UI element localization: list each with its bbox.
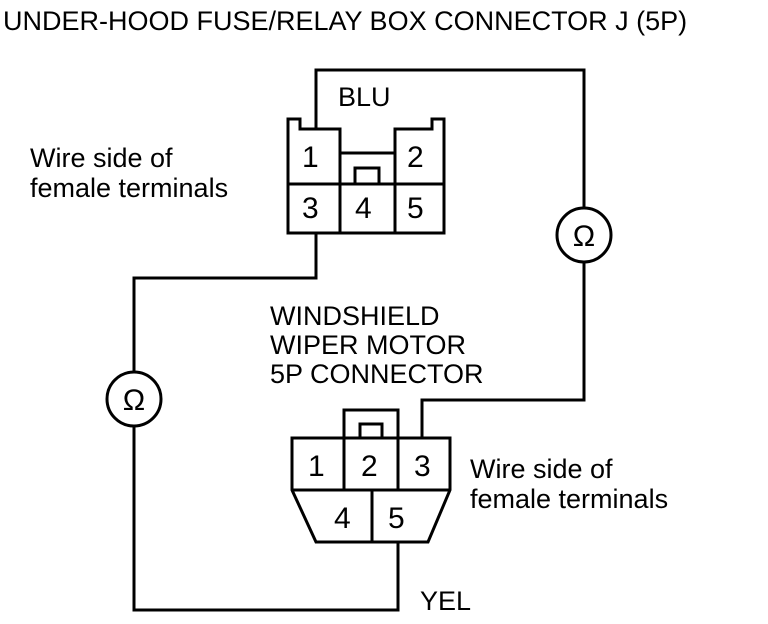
wire-blu — [314, 68, 586, 208]
wiper-connector-name-line2: WIPER MOTOR — [270, 330, 466, 360]
connector-j-pin-1: 1 — [302, 141, 319, 174]
wiper-pin-2: 2 — [361, 450, 378, 483]
ohmmeter-right: Ω — [555, 206, 613, 264]
wiper-side-label-line1: Wire side of — [470, 454, 613, 484]
connector-j-wire-color: BLU — [338, 82, 391, 112]
connector-j-pin-5: 5 — [407, 192, 424, 225]
wiper-side-label-line2: female terminals — [470, 484, 668, 514]
wiper-pin-1: 1 — [308, 450, 325, 483]
wire-yel — [132, 426, 400, 612]
wiper-connector-name-line3: 5P CONNECTOR — [270, 359, 484, 389]
ohmmeter-right-body — [555, 206, 613, 264]
diagram-title: UNDER-HOOD FUSE/RELAY BOX CONNECTOR J (5… — [3, 6, 687, 36]
wire-left-upper — [132, 233, 318, 372]
ohm-icon: Ω — [123, 384, 145, 417]
wiper-pin-3: 3 — [414, 450, 431, 483]
wiper-wire-color: YEL — [420, 586, 471, 616]
connector-j-side-label-line2: female terminals — [30, 173, 228, 203]
wiper-pin-4: 4 — [334, 502, 351, 535]
ohm-icon: Ω — [573, 220, 595, 253]
wiper-pin-5: 5 — [388, 502, 405, 535]
wire-right-lower — [420, 262, 586, 438]
connector-j: 1 2 3 4 5 — [286, 117, 446, 235]
connector-j-latch — [353, 166, 381, 186]
connector-j-pin-3: 3 — [302, 192, 319, 225]
wiper-connector-name-line1: WINDSHIELD — [270, 301, 440, 331]
wiper-connector: 1 2 3 4 5 — [290, 408, 452, 544]
ohmmeter-left: Ω — [105, 370, 163, 428]
connector-j-side-label-line1: Wire side of — [30, 143, 173, 173]
connector-j-pin-2: 2 — [407, 141, 424, 174]
wiper-connector-latch — [358, 422, 384, 440]
connector-j-pin-4: 4 — [355, 192, 372, 225]
ohmmeter-left-body — [105, 370, 163, 428]
